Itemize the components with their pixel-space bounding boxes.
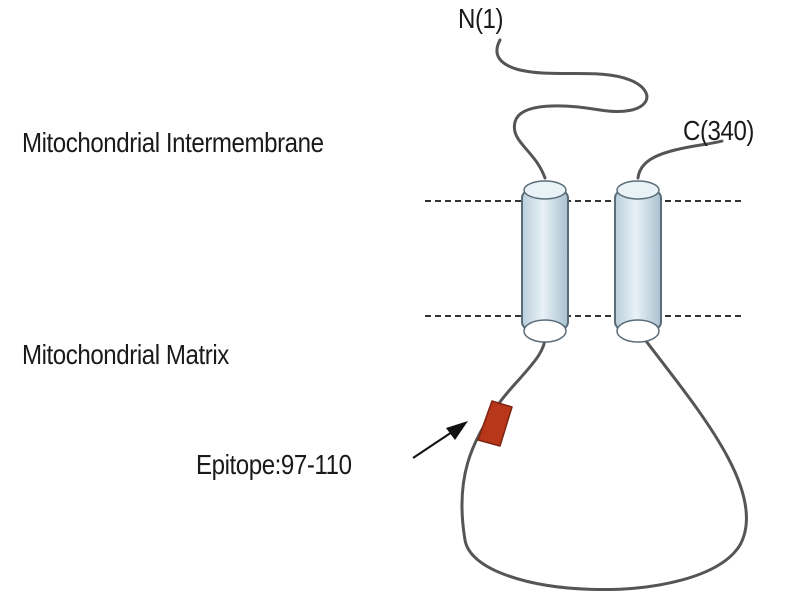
transmembrane-helix-1 — [521, 180, 569, 343]
n-terminus-label: N(1) — [458, 3, 504, 34]
epitope-pointer-arrow — [412, 421, 468, 459]
matrix-loop-chain — [460, 331, 748, 591]
c-terminal-chain — [636, 139, 724, 180]
transmembrane-helix-2 — [614, 180, 662, 343]
epitope-label: Epitope:97-110 — [196, 449, 352, 480]
matrix-label: Mitochondrial Matrix — [22, 339, 229, 370]
n-terminal-chain — [495, 38, 649, 180]
c-terminus-label: C(340) — [683, 115, 755, 146]
epitope-segment — [477, 400, 513, 447]
intermembrane-label: Mitochondrial Intermembrane — [22, 127, 324, 158]
